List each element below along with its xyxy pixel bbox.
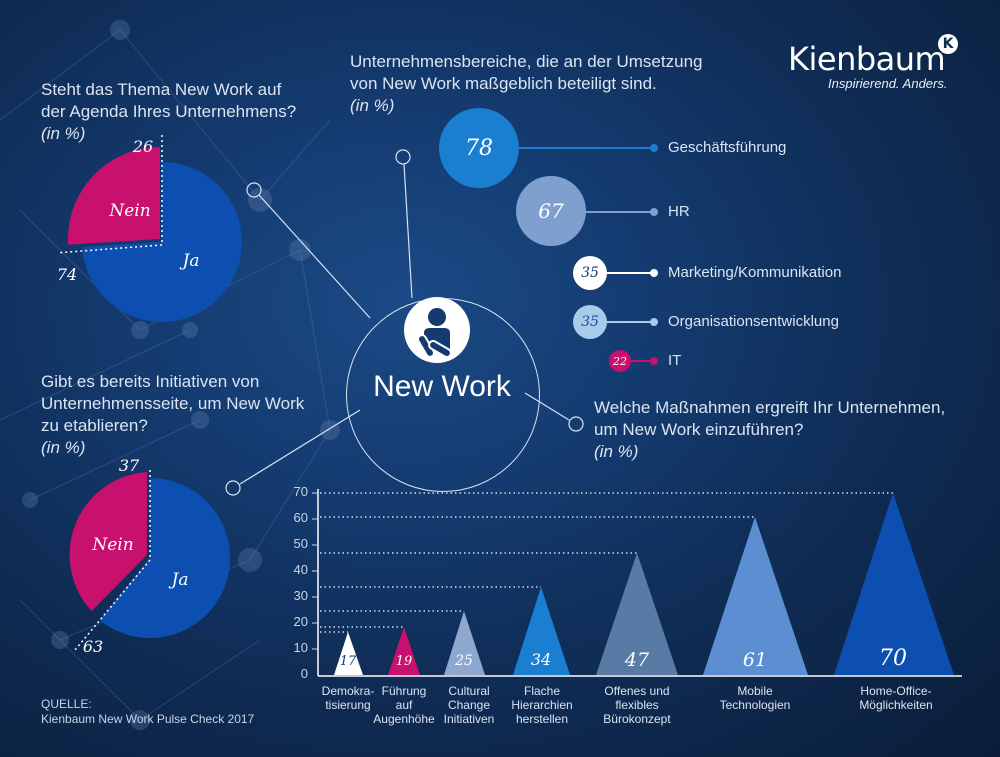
- bubble-dot: [650, 208, 658, 216]
- bubble-value: 22: [609, 350, 631, 372]
- bubble-connector: [605, 321, 654, 323]
- bubbles-question-line1: Unternehmensbereiche, die an der Umsetzu…: [350, 52, 703, 71]
- bar-label-line: Offenes und: [604, 684, 670, 698]
- y-tick: 0: [300, 666, 308, 681]
- bar-label-line: Technologien: [719, 698, 791, 712]
- pie2-unit: (in %): [41, 438, 86, 457]
- y-tick: 40: [293, 562, 308, 577]
- bar-value: 70: [879, 646, 907, 671]
- pie2-question: Gibt es bereits Initiativen von Unterneh…: [41, 371, 304, 459]
- bar-label-line: flexibles: [615, 698, 659, 712]
- bars-unit: (in %): [594, 442, 639, 461]
- bubbles-question-line2: von New Work maßgeblich beteiligt sind.: [350, 74, 657, 93]
- bubbles-unit: (in %): [350, 96, 395, 115]
- bar-value: 17: [339, 654, 357, 669]
- bubble-connector: [605, 272, 654, 274]
- bar-label-line: Augenhöhe: [373, 712, 435, 726]
- bubble-connector: [585, 211, 654, 213]
- brand-tagline: Inspirierend. Anders.: [828, 76, 948, 91]
- bar-label-line: Change: [447, 698, 491, 712]
- bar-label-line: Flache: [523, 684, 561, 698]
- bubble-label: HR: [668, 203, 690, 220]
- pie2-question-line1: Gibt es bereits Initiativen von: [41, 372, 260, 391]
- bar-label-line: Führung: [381, 684, 427, 698]
- bar-category-label: Home-Office-Möglichkeiten: [848, 684, 944, 712]
- bar-category-label: Demokra-tisierung: [310, 684, 386, 712]
- pie1-unit: (in %): [41, 124, 86, 143]
- pie2-question-line2: Unternehmensseite, um New Work: [41, 394, 305, 413]
- bubble-value: 35: [573, 305, 607, 339]
- bubble-label: Marketing/Kommunikation: [668, 264, 842, 281]
- bar-label-line: Home-Office-: [860, 684, 932, 698]
- bars-question: Welche Maßnahmen ergreift Ihr Unternehme…: [594, 397, 945, 463]
- person-thinking-icon: [404, 297, 470, 363]
- bar-value: 19: [395, 654, 413, 669]
- pie2-nein-label: Nein: [92, 535, 134, 555]
- bubble-label: IT: [668, 352, 682, 369]
- bar-label-line: Hierarchien: [511, 698, 573, 712]
- bars-question-line2: um New Work einzuführen?: [594, 420, 804, 439]
- bar-label-line: tisierung: [325, 698, 371, 712]
- y-tick: 50: [293, 536, 308, 551]
- source-label: QUELLE:: [41, 697, 92, 711]
- pie1-question-line2: der Agenda Ihres Unternehmens?: [41, 102, 297, 121]
- pie2-chart: [69, 470, 231, 650]
- bar-label-line: auf: [395, 698, 413, 712]
- bar-value: 61: [742, 649, 768, 671]
- bubble-dot: [650, 318, 658, 326]
- brand-k-icon: K: [938, 34, 958, 54]
- bar-value: 34: [530, 650, 552, 669]
- pie2-ja-label: Ja: [171, 570, 189, 590]
- pie2-question-line3: zu etablieren?: [41, 416, 148, 435]
- bar-label-line: Bürokonzept: [603, 712, 671, 726]
- bar-label-line: Initiativen: [443, 712, 495, 726]
- bar-label-line: Demokra-: [321, 684, 375, 698]
- bubble-dot: [650, 357, 658, 365]
- bubble-connector: [630, 360, 654, 362]
- bubble-label: Organisationsentwicklung: [668, 313, 839, 330]
- pie1-ja-label: Ja: [182, 251, 200, 271]
- bubble-value: 67: [516, 176, 586, 246]
- source-text: Kienbaum New Work Pulse Check 2017: [41, 712, 255, 726]
- pie2-nein-value: 37: [118, 456, 140, 475]
- bar-value: 47: [624, 649, 650, 671]
- bubble-connector: [518, 147, 654, 149]
- bubble-value: 78: [439, 108, 519, 188]
- pie1-question: Steht das Thema New Work auf der Agenda …: [41, 79, 296, 145]
- pie1-nein-label: Nein: [109, 201, 151, 221]
- pie1-question-line1: Steht das Thema New Work auf: [41, 80, 282, 99]
- pie2-ja-value: 63: [82, 637, 104, 656]
- y-tick: 60: [293, 510, 308, 525]
- bubble-dot: [650, 144, 658, 152]
- bar-label-line: herstellen: [515, 712, 569, 726]
- pie1-nein-value: 26: [132, 137, 154, 156]
- new-work-title: New Work: [373, 370, 511, 403]
- y-tick: 20: [293, 614, 308, 629]
- y-tick: 10: [293, 640, 308, 655]
- pie1-chart: [60, 135, 242, 322]
- pie1-ja-value: 74: [56, 265, 78, 284]
- y-tick: 30: [293, 588, 308, 603]
- bar-value: 25: [455, 653, 473, 669]
- bubble-dot: [650, 269, 658, 277]
- bubble-value: 35: [573, 256, 607, 290]
- source-note: QUELLE: Kienbaum New Work Pulse Check 20…: [41, 697, 254, 727]
- bar-label-line: Cultural: [448, 684, 490, 698]
- bubble-label: Geschäftsführung: [668, 139, 787, 156]
- bar-label-line: Mobile: [737, 684, 773, 698]
- bars-question-line1: Welche Maßnahmen ergreift Ihr Unternehme…: [594, 398, 946, 417]
- bubbles-question: Unternehmensbereiche, die an der Umsetzu…: [350, 51, 702, 117]
- bar-label-line: Möglichkeiten: [859, 698, 933, 712]
- y-tick: 70: [293, 484, 308, 499]
- brand-name: Kienbaum: [788, 40, 946, 78]
